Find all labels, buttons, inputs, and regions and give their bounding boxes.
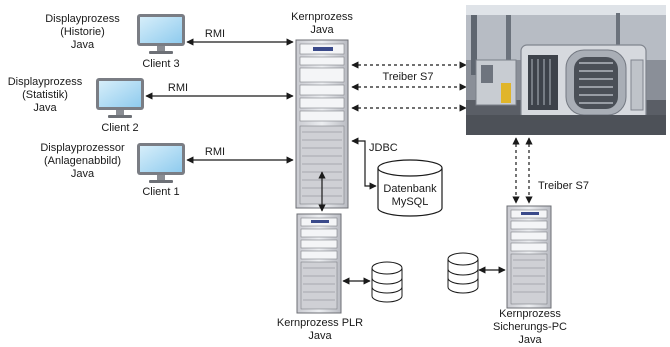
sicherung-lang: Java [518,334,542,346]
treiber-s7-label-right: Treiber S7 [538,180,589,192]
sicherung-label: Kernprozess Sicherungs-PC Java [485,308,575,347]
monitor-icon-client-3 [137,14,185,54]
jdbc-label: JDBC [369,142,398,154]
monitor-icon-client-2 [96,78,144,118]
datenbank-type: MySQL [391,196,429,208]
kernprozess-label: Kernprozess Java [282,11,362,37]
treiber-s7-label-top: Treiber S7 [382,71,434,83]
display-type: (Statistik) [22,89,68,101]
sicherung-type: Sicherungs-PC [493,321,567,333]
server-rack-icon-kernprozess [295,39,349,209]
plr-label: Kernprozess PLR Java [268,317,372,343]
display-name: Displayprozess [45,13,120,25]
client-1-label: Client 1 [142,186,180,198]
plr-lang: Java [308,330,332,342]
display-type: (Historie) [60,26,105,38]
database-icon-plr [371,261,403,303]
database-icon-mysql [377,159,443,217]
rmi-label-1: RMI [204,146,226,158]
server-rack-icon-sicherung [506,205,552,309]
display-lang: Java [70,168,95,180]
industrial-machine-photo [466,5,666,135]
kernprozess-lang: Java [310,24,334,36]
display-label-anlagenabbild: Displayprozessor (Anlagenabbild) Java [30,142,135,181]
display-name: Displayprozess [7,76,83,88]
display-label-statistik: Displayprozess (Statistik) Java [0,76,90,115]
client-3-label: Client 3 [142,58,180,70]
plr-name: Kernprozess PLR [276,317,364,329]
display-label-historie: Displayprozess (Historie) Java [35,13,130,52]
monitor-icon-client-1 [137,143,185,183]
rmi-label-3: RMI [204,28,226,40]
display-name: Displayprozessor [40,142,125,154]
sicherung-name: Kernprozess [499,308,561,320]
server-rack-icon-plr [296,213,342,314]
display-type: (Anlagenabbild) [43,155,122,167]
datenbank-name: Datenbank [383,183,437,195]
datenbank-label: Datenbank MySQL [380,183,440,209]
display-lang: Java [33,102,57,114]
display-lang: Java [70,39,95,51]
jdbc-link [351,137,377,190]
client-2-label: Client 2 [101,122,139,134]
database-icon-sicherung [447,252,479,294]
kernprozess-name: Kernprozess [291,11,353,23]
rmi-label-2: RMI [167,82,189,94]
